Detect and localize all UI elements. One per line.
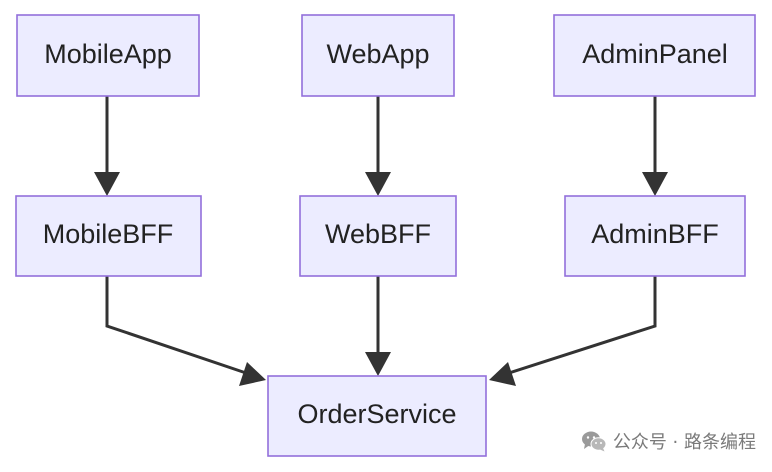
node-label-mobileapp: MobileApp	[44, 39, 172, 69]
node-adminpanel: AdminPanel	[553, 14, 756, 97]
node-adminbff: AdminBFF	[564, 195, 746, 277]
arrowhead-orderservice-left	[239, 362, 266, 386]
node-label-orderservice: OrderService	[297, 399, 456, 429]
node-orderservice: OrderService	[267, 375, 487, 457]
node-box	[553, 14, 756, 97]
arrowhead-mobilebff	[94, 172, 120, 196]
arrowhead-orderservice-center	[365, 352, 391, 376]
node-mobileapp: MobileApp	[16, 14, 200, 97]
wechat-icon	[581, 431, 607, 452]
arrowhead-webbff	[365, 172, 391, 196]
edges	[94, 96, 668, 386]
watermark: 公众号 · 路条编程	[581, 428, 756, 454]
node-box	[15, 195, 202, 277]
node-box	[564, 195, 746, 277]
node-label-webbff: WebBFF	[325, 219, 431, 249]
node-mobilebff: MobileBFF	[15, 195, 202, 277]
arrowhead-orderservice-right	[489, 362, 516, 386]
edge-adminbff-orderservice	[505, 276, 657, 376]
node-webbff: WebBFF	[299, 195, 457, 277]
node-box	[267, 375, 487, 457]
watermark-text: 公众号 · 路条编程	[612, 432, 756, 453]
node-label-adminbff: AdminBFF	[591, 219, 719, 249]
node-label-mobilebff: MobileBFF	[43, 219, 174, 249]
node-label-adminpanel: AdminPanel	[582, 39, 728, 69]
node-box	[299, 195, 457, 277]
node-webapp: WebApp	[301, 14, 455, 97]
edge-mobilebff-orderservice	[105, 276, 250, 376]
node-box	[16, 14, 200, 97]
node-label-webapp: WebApp	[326, 39, 429, 69]
arrowhead-adminbff	[642, 172, 668, 196]
node-box	[301, 14, 455, 97]
